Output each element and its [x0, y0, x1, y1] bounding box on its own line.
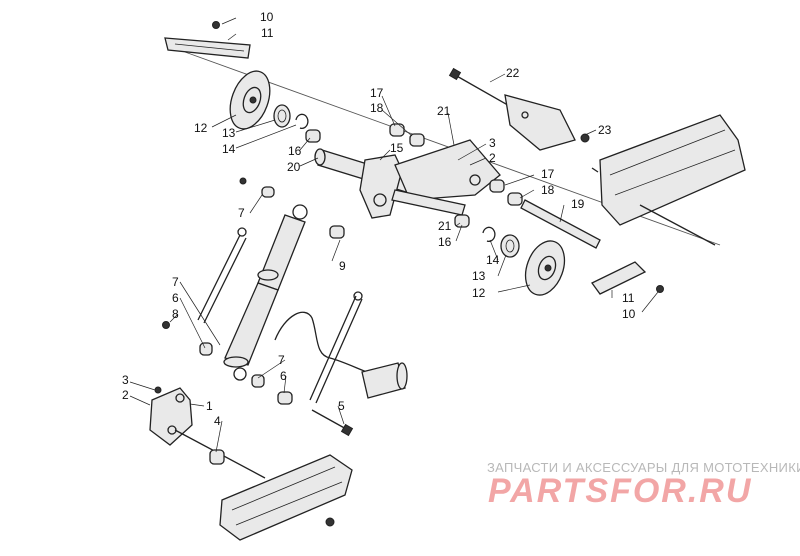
reservoir-hose: [274, 311, 376, 376]
rod-19: [520, 199, 601, 249]
callout-labels: 10 11 12 13 14 16 20 17 18 15 21 3 2 22 …: [122, 10, 636, 428]
bushing-18-right: [507, 192, 523, 206]
washer-7-top: [261, 186, 275, 198]
bushing-17-right: [489, 179, 505, 193]
callout-14-right: 14: [486, 253, 500, 267]
slide-rail-right: [591, 114, 746, 226]
rear-arm-bracket: [149, 386, 193, 446]
callout-16-top: 16: [288, 144, 302, 158]
callout-6-mid: 6: [172, 291, 179, 305]
callout-8: 8: [172, 307, 179, 321]
bushing-9: [329, 225, 345, 239]
shock-reservoir: [361, 362, 408, 399]
bearing-top-left: [273, 104, 291, 128]
callout-9: 9: [339, 259, 346, 273]
callout-11-top: 11: [261, 26, 274, 40]
slide-bracket-top-left: [164, 21, 251, 59]
callout-13-top: 13: [222, 126, 236, 140]
watermark-logo: PARTSFOR.RU: [488, 472, 752, 510]
left-strut: [197, 234, 247, 324]
bushing-6-low: [277, 391, 293, 405]
callout-12-top: 12: [194, 121, 208, 135]
watermark-tagline: ЗАПЧАСТИ И АКСЕССУАРЫ ДЛЯ МОТОТЕХНИКИ: [487, 460, 800, 475]
callout-16-right: 16: [438, 235, 452, 249]
callout-14-top: 14: [222, 142, 236, 156]
bolt-5: [311, 409, 354, 437]
slide-rail-bottom: [219, 454, 353, 541]
callout-3-top: 3: [489, 136, 496, 150]
callout-7-top: 7: [238, 206, 245, 220]
callout-18-right: 18: [541, 183, 555, 197]
right-strut-eye: [353, 291, 363, 301]
callout-1: 1: [206, 399, 213, 413]
nut-top-left: [239, 177, 247, 185]
bushing-17-top: [389, 123, 405, 137]
snap-ring-right: [482, 226, 496, 242]
long-bolt: [448, 67, 521, 113]
watermark-logo-text: PARTSFOR.RU: [488, 472, 752, 510]
callout-3-low: 3: [122, 373, 129, 387]
snap-ring-top-left: [295, 113, 309, 129]
callout-18-top: 18: [370, 101, 384, 115]
bearing-right: [500, 234, 520, 258]
callout-21-top: 21: [437, 104, 451, 118]
idler-wheel-top-left: [229, 70, 271, 130]
callout-10-right: 10: [622, 307, 636, 321]
callout-2-low: 2: [122, 388, 129, 402]
callout-19: 19: [571, 197, 585, 211]
shock-absorber: [223, 204, 308, 381]
left-strut-eye: [237, 227, 247, 237]
callout-10-top: 10: [260, 10, 274, 24]
callout-15: 15: [390, 141, 404, 155]
callout-22: 22: [506, 66, 520, 80]
callout-17-right: 17: [541, 167, 555, 181]
washer-7-low: [251, 374, 265, 388]
bushing-4: [209, 449, 225, 465]
callout-12-right: 12: [472, 286, 486, 300]
rail-bracket-right: [504, 94, 590, 151]
callout-5: 5: [338, 399, 345, 413]
callout-17-top: 17: [370, 86, 384, 100]
callout-7-mid: 7: [172, 275, 179, 289]
callout-11-right: 11: [622, 291, 635, 305]
nut-8: [162, 321, 170, 329]
right-strut: [309, 295, 363, 404]
callout-20: 20: [287, 160, 301, 174]
bushing-18-top: [409, 133, 425, 147]
washer-7-mid: [199, 342, 213, 356]
idler-wheel-right: [524, 240, 566, 296]
callout-7-low: 7: [278, 353, 285, 367]
callout-13-right: 13: [472, 269, 486, 283]
callout-23: 23: [598, 123, 612, 137]
callout-21-right: 21: [438, 219, 452, 233]
callout-4: 4: [214, 414, 221, 428]
callout-6-low: 6: [280, 369, 287, 383]
slide-bracket-right: [591, 261, 664, 295]
callout-2-top: 2: [489, 151, 496, 165]
rail-bolt-right: [639, 204, 716, 246]
front-arm: [359, 139, 501, 219]
leader-lines: [129, 17, 659, 453]
